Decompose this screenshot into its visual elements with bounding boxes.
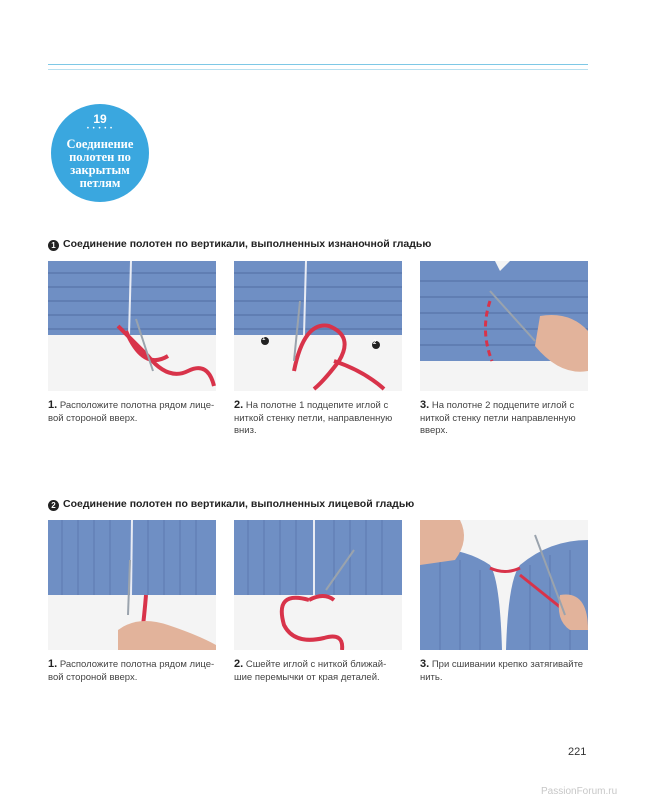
photo-s2-step2 [234, 520, 402, 650]
photo-s1-step1 [48, 261, 216, 391]
badge-number: 19 [93, 112, 107, 126]
section1-heading: 1 Соединение полотен по вертикали, выполн… [48, 238, 431, 251]
caption-s2-step3: 3. При сшивании крепко затягивайте нить. [420, 658, 590, 684]
section-badge: 19 • • • • • Соединение полотен по закры… [51, 104, 149, 202]
caption-s2-step2: 2. Сшейте иглой с ниткой ближай-шие пере… [234, 658, 404, 684]
photo-s1-step3 [420, 261, 588, 391]
caption-s2-step3-num: 3. [420, 658, 430, 670]
caption-s2-step2-text: Сшейте иглой с ниткой ближай-шие перемыч… [234, 659, 387, 683]
page-number: 221 [568, 746, 587, 758]
photo-marker-1: 1 [262, 336, 266, 342]
section1-heading-text: Соединение полотен по вертикали, выполне… [63, 238, 432, 250]
caption-s2-step1: 1. Расположите полотна рядом лице-вой ст… [48, 658, 218, 684]
caption-s1-step2: 2. На полотне 1 подцепите иглой с ниткой… [234, 399, 404, 438]
badge-stars: • • • • • [86, 126, 114, 132]
top-rule-2 [48, 69, 588, 70]
caption-s1-step1-num: 1. [48, 399, 58, 411]
caption-s2-step1-num: 1. [48, 658, 58, 670]
caption-s2-step3-text: При сшивании крепко затягивайте нить. [420, 659, 584, 683]
caption-s1-step3-num: 3. [420, 399, 430, 411]
caption-s1-step2-num: 2. [234, 399, 244, 411]
caption-s2-step1-text: Расположите полотна рядом лице-вой сторо… [48, 659, 215, 683]
photo-s2-step3 [420, 520, 588, 650]
section2-heading: 2 Соединение полотен по вертикали, выполн… [48, 498, 414, 511]
photo-s1-step2: 1 2 [234, 261, 402, 391]
watermark: PassionForum.ru [541, 786, 618, 797]
section2-heading-text: Соединение полотен по вертикали, выполне… [63, 498, 415, 510]
caption-s1-step3-text: На полотне 2 подцепите иглой с ниткой ст… [420, 400, 576, 436]
top-rule-1 [48, 64, 588, 65]
badge-title: Соединение полотен по закрытым петлям [66, 137, 134, 190]
caption-s1-step2-text: На полотне 1 подцепите иглой с ниткой ст… [234, 400, 393, 436]
caption-s1-step1: 1. Расположите полотна рядом лице-вой ст… [48, 399, 218, 425]
caption-s1-step1-text: Расположите полотна рядом лице-вой сторо… [48, 400, 215, 424]
caption-s1-step3: 3. На полотне 2 подцепите иглой с ниткой… [420, 399, 590, 438]
section1-marker: 1 [48, 240, 59, 251]
photo-s2-step1 [48, 520, 216, 650]
photo-marker-2: 2 [373, 340, 377, 346]
caption-s2-step2-num: 2. [234, 658, 244, 670]
section2-marker: 2 [48, 500, 59, 511]
